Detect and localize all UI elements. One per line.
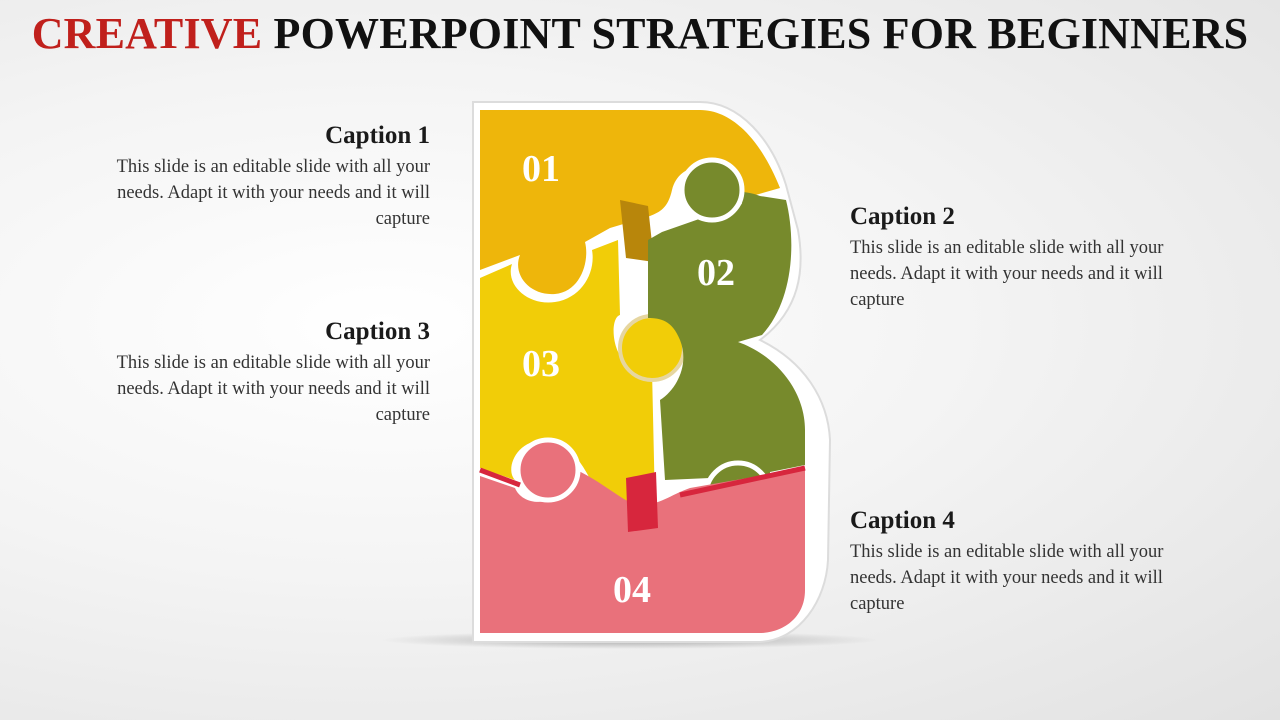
piece-02-seam (679, 465, 806, 498)
piece-04-edge (626, 472, 658, 532)
caption-1-title: Caption 1 (325, 122, 430, 149)
piece-04-seam (479, 467, 521, 488)
piece-04-knob (515, 437, 581, 503)
caption-3-title: Caption 3 (325, 318, 430, 345)
caption-3-body: This slide is an editable slide with all… (116, 353, 430, 425)
page-title: CREATIVE POWERPOINT STRATEGIES FOR BEGIN… (0, 4, 1280, 64)
puzzle-piece-01 (480, 110, 780, 295)
puzzle-piece-04 (480, 465, 805, 633)
caption-2: Caption 2 This slide is an editable slid… (850, 201, 1170, 313)
title-rest: POWERPOINT STRATEGIES FOR BEGINNERS (273, 9, 1249, 58)
piece-number-02: 02 (697, 252, 735, 294)
puzzle-piece-03 (480, 240, 655, 505)
piece-number-04: 04 (613, 569, 651, 611)
caption-3: Caption 3 This slide is an editable slid… (110, 316, 430, 428)
caption-2-title: Caption 2 (850, 203, 955, 230)
piece-02-knob-top (679, 157, 745, 223)
title-accent-word: CREATIVE (31, 9, 263, 58)
caption-1: Caption 1 This slide is an editable slid… (110, 120, 430, 232)
caption-4-title: Caption 4 (850, 507, 955, 534)
piece-number-01: 01 (522, 148, 560, 190)
caption-4-body: This slide is an editable slide with all… (850, 542, 1164, 614)
piece-number-03: 03 (522, 343, 560, 385)
piece-01-edge (620, 200, 654, 262)
caption-4: Caption 4 This slide is an editable slid… (850, 505, 1170, 617)
caption-1-body: This slide is an editable slide with all… (116, 157, 430, 229)
caption-2-body: This slide is an editable slide with all… (850, 238, 1164, 310)
puzzle-piece-02 (648, 169, 805, 519)
